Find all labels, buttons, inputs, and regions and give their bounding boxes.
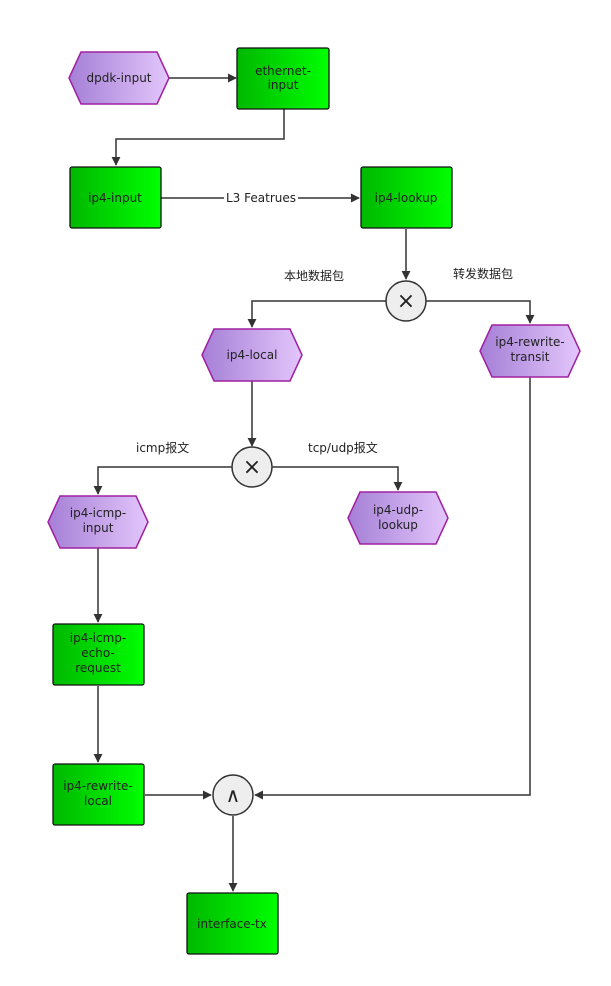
ip4-lookup-label: ip4-lookup — [375, 191, 438, 205]
edges — [93, 73, 535, 892]
node-ip4-local[interactable]: ip4-local — [201, 328, 303, 382]
node-ip4-lookup[interactable]: ip4-lookup — [360, 166, 453, 229]
gateway-xor-lookup[interactable]: × — [385, 280, 427, 322]
ip4-icmp-echo-request-label: ip4-icmp-echo-request — [70, 631, 126, 675]
node-dpdk-input[interactable]: dpdk-input — [68, 51, 170, 105]
l3-features-label-bg — [224, 189, 298, 206]
ip4-input-label: ip4-input — [88, 191, 142, 205]
edge-transit-to-and — [254, 377, 531, 800]
node-interface-tx[interactable]: interface-tx — [186, 892, 279, 955]
node-ip4-icmp-input[interactable]: ip4-icmp-input — [47, 495, 149, 549]
node-ip4-icmp-echo-request[interactable]: ip4-icmp-echo-request — [52, 623, 145, 686]
ip4-udp-lookup-label: ip4-udp-lookup — [373, 503, 423, 532]
edge-xor-to-ip4-local — [247, 300, 386, 328]
dpdk-input-label: dpdk-input — [87, 71, 152, 85]
forward-packet-label: 转发数据包 — [453, 266, 513, 281]
edge-xor-to-icmp-input — [93, 466, 232, 495]
gateway-and-merge[interactable]: ∧ — [212, 774, 254, 816]
ethernet-input-label: ethernet-input — [255, 64, 311, 92]
edge-xor-to-udp-lookup — [272, 466, 403, 491]
node-ip4-input[interactable]: ip4-input — [69, 166, 162, 229]
ip4-rewrite-transit-label: ip4-rewrite-transit — [495, 335, 564, 364]
ip4-local-label: ip4-local — [227, 348, 278, 362]
xor-icon: × — [243, 455, 261, 480]
edge-xor-to-rewrite-transit — [426, 300, 535, 324]
edge-ethernet-to-ip4-input — [111, 109, 285, 166]
l3-features-label: L3 Featrues — [226, 191, 296, 205]
and-icon: ∧ — [226, 783, 241, 807]
ip4-icmp-input-label: ip4-icmp-input — [70, 506, 126, 535]
xor-icon: × — [397, 289, 415, 314]
ip4-rewrite-local-label: ip4-rewrite-local — [63, 779, 132, 808]
node-ip4-rewrite-local[interactable]: ip4-rewrite-local — [52, 763, 145, 826]
node-ip4-rewrite-transit[interactable]: ip4-rewrite-transit — [479, 324, 581, 378]
gateway-xor-local[interactable]: × — [231, 446, 273, 488]
tcp-udp-message-label: tcp/udp报文 — [308, 440, 378, 455]
icmp-message-label: icmp报文 — [136, 440, 189, 455]
edge-labels: L3 Featrues 本地数据包 转发数据包 icmp报文 tcp/udp报文 — [136, 189, 513, 455]
node-ip4-udp-lookup[interactable]: ip4-udp-lookup — [347, 491, 449, 545]
node-ethernet-input[interactable]: ethernet-input — [236, 47, 330, 110]
interface-tx-label: interface-tx — [197, 917, 267, 931]
local-packet-label: 本地数据包 — [284, 268, 344, 283]
